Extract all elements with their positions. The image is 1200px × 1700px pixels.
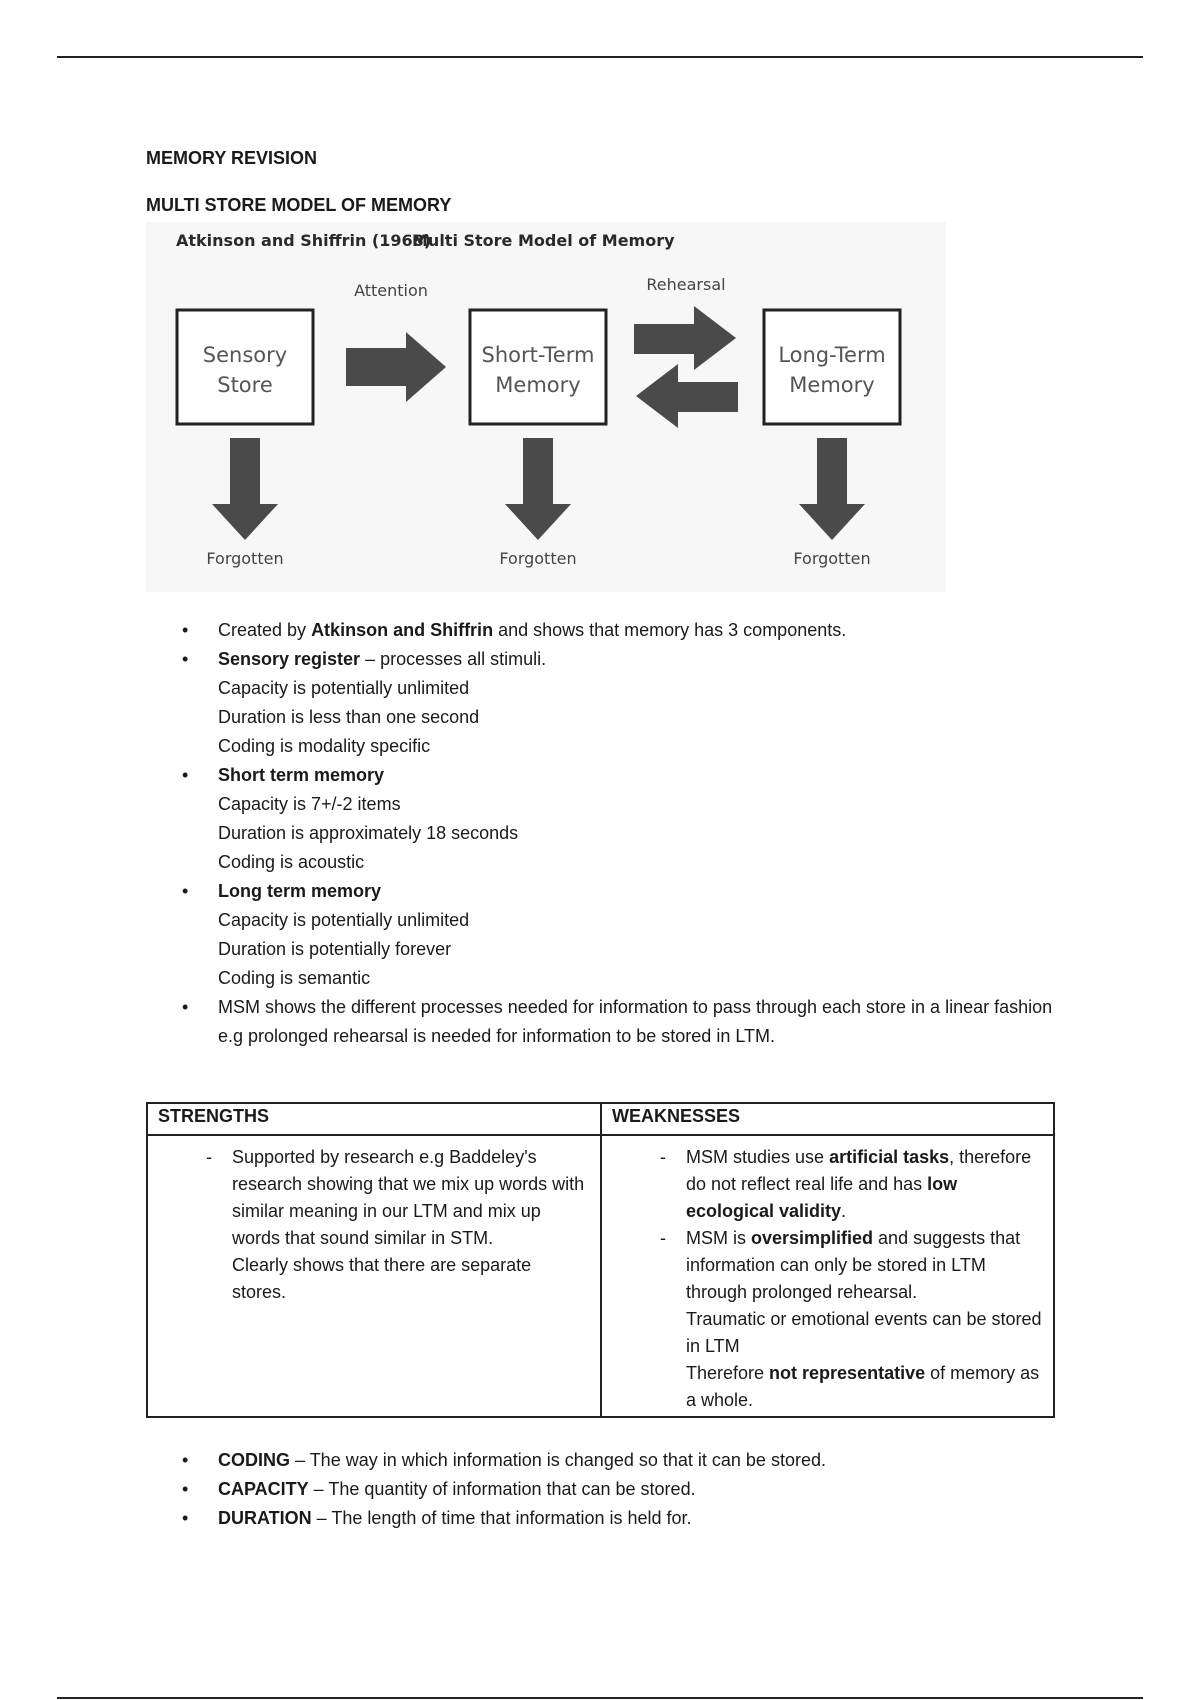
rehearsal-forward-arrow-icon: [634, 306, 736, 370]
stm-label-2: Memory: [495, 373, 580, 397]
attention-arrow-icon: [346, 332, 446, 402]
ltm-duration-text: Duration is potentially forever: [218, 939, 452, 959]
weakness-text: and suggests that information can only b…: [686, 1228, 1021, 1302]
page-title: MEMORY REVISION: [146, 148, 318, 168]
sensory-store-box: [175, 308, 315, 426]
strength-text: Clearly shows that there are separate st…: [232, 1255, 532, 1302]
weakness-text: Therefore not representative of memory a…: [686, 1360, 1043, 1414]
list-item: • CAPACITY – The quantity of information…: [182, 1475, 1062, 1504]
sensory-store-label-2: Store: [217, 373, 273, 397]
dash-icon: -: [660, 1147, 666, 1167]
strengths-header: STRENGTHS: [146, 1102, 602, 1136]
weakness-text: Therefore: [686, 1363, 770, 1383]
capacity-term: CAPACITY: [218, 1479, 309, 1499]
attention-label: Attention: [354, 281, 428, 300]
multi-store-model-diagram: Atkinson and Shiffrin (1968) Multi Store…: [146, 222, 946, 592]
sensory-forgotten-label: Forgotten: [206, 549, 283, 568]
ltm-forgotten-arrow-icon: [799, 438, 865, 540]
weaknesses-cell: - MSM studies use artificial tasks, ther…: [600, 1134, 1055, 1418]
sensory-duration-text: Duration is less than one second: [218, 707, 480, 727]
sensory-store-label-1: Sensory: [203, 343, 287, 367]
ltm-label-1: Long-Term: [778, 343, 885, 367]
bullet-icon: •: [182, 649, 189, 669]
weakness-text: MSM is: [686, 1228, 751, 1248]
strength-text: Supported by research e.g Baddeley's res…: [232, 1147, 585, 1248]
msm-bullet-list: • Created by Atkinson and Shiffrin and s…: [182, 616, 1062, 1051]
strengths-weaknesses-table: STRENGTHS WEAKNESSES - Supported by rese…: [146, 1102, 1055, 1418]
strengths-cell: - Supported by research e.g Baddeley's r…: [146, 1134, 602, 1418]
diagram-heading-authors: Atkinson and Shiffrin (1968): [176, 231, 431, 250]
weakness-bold-text: oversimplified: [751, 1228, 874, 1248]
list-item: • Created by Atkinson and Shiffrin and s…: [182, 616, 1062, 645]
weakness-text: .: [841, 1201, 847, 1221]
strengths-list: - Supported by research e.g Baddeley's r…: [158, 1144, 590, 1306]
weakness-bold-text: low ecological validity: [686, 1174, 958, 1221]
dash-icon: -: [660, 1228, 666, 1248]
section-title: MULTI STORE MODEL OF MEMORY: [146, 195, 452, 215]
weakness-text: of memory as a whole.: [686, 1363, 1040, 1410]
stm-label-1: Short-Term: [482, 343, 595, 367]
weaknesses-header: WEAKNESSES: [600, 1102, 1055, 1136]
list-item: - Supported by research e.g Baddeley's r…: [158, 1144, 590, 1306]
bullet-text: and shows that memory has 3 components.: [493, 620, 847, 640]
bullet-icon: •: [182, 1479, 189, 1499]
rehearsal-back-arrow-icon: [636, 364, 738, 428]
bullet-bold-text: Short term memory: [218, 765, 385, 785]
long-term-memory-box: [762, 308, 902, 426]
diagram-heading-model: Multi Store Model of Memory: [412, 231, 675, 250]
coding-term: CODING: [218, 1450, 290, 1470]
stm-forgotten-arrow-icon: [505, 438, 571, 540]
sensory-coding-text: Coding is modality specific: [218, 736, 431, 756]
bullet-icon: •: [182, 1450, 189, 1470]
bullet-text: MSM shows the different processes needed…: [218, 997, 1053, 1046]
weakness-text: , therefore do not reflect real life and…: [686, 1147, 1032, 1194]
list-item: • CODING – The way in which information …: [182, 1446, 1062, 1475]
weakness-text: MSM studies use: [686, 1147, 830, 1167]
bullet-bold-text: Atkinson and Shiffrin: [311, 620, 494, 640]
sensory-capacity-text: Capacity is potentially unlimited: [218, 678, 470, 698]
rehearsal-label: Rehearsal: [646, 275, 725, 294]
list-item: • Sensory register – processes all stimu…: [182, 645, 1062, 761]
ltm-coding-text: Coding is semantic: [218, 968, 371, 988]
bullet-text: Created by: [218, 620, 312, 640]
capacity-definition: – The quantity of information that can b…: [308, 1479, 696, 1499]
definitions-list: • CODING – The way in which information …: [182, 1446, 1062, 1533]
bullet-bold-text: Long term memory: [218, 881, 382, 901]
bullet-icon: •: [182, 997, 189, 1017]
bullet-icon: •: [182, 765, 189, 785]
coding-definition: – The way in which information is change…: [290, 1450, 826, 1470]
sensory-forgotten-arrow-icon: [212, 438, 278, 540]
ltm-label-2: Memory: [789, 373, 874, 397]
list-item: - MSM studies use artificial tasks, ther…: [612, 1144, 1043, 1225]
list-item: • MSM shows the different processes need…: [182, 993, 1062, 1051]
duration-term: DURATION: [218, 1508, 312, 1528]
weakness-bold-text: artificial tasks: [829, 1147, 950, 1167]
bullet-bold-text: Sensory register: [218, 649, 361, 669]
ltm-capacity-text: Capacity is potentially unlimited: [218, 910, 470, 930]
weakness-bold-text: not representative: [769, 1363, 926, 1383]
header-rule: [57, 56, 1143, 58]
duration-definition: – The length of time that information is…: [311, 1508, 692, 1528]
list-item: - MSM is oversimplified and suggests tha…: [612, 1225, 1043, 1414]
list-item: • Long term memory Capacity is potential…: [182, 877, 1062, 993]
stm-duration-text: Duration is approximately 18 seconds: [218, 823, 519, 843]
stm-coding-text: Coding is acoustic: [218, 852, 365, 872]
footer-rule: [57, 1697, 1143, 1699]
dash-icon: -: [206, 1147, 212, 1167]
list-item: • Short term memory Capacity is 7+/-2 it…: [182, 761, 1062, 877]
bullet-icon: •: [182, 881, 189, 901]
short-term-memory-box: [468, 308, 608, 426]
list-item: • DURATION – The length of time that inf…: [182, 1504, 1062, 1533]
stm-forgotten-label: Forgotten: [499, 549, 576, 568]
diagram-svg: Atkinson and Shiffrin (1968) Multi Store…: [175, 231, 902, 568]
bullet-text: – processes all stimuli.: [360, 649, 547, 669]
weaknesses-list: - MSM studies use artificial tasks, ther…: [612, 1144, 1043, 1414]
weakness-text: Traumatic or emotional events can be sto…: [686, 1309, 1042, 1356]
ltm-forgotten-label: Forgotten: [793, 549, 870, 568]
stm-capacity-text: Capacity is 7+/-2 items: [218, 794, 401, 814]
bullet-icon: •: [182, 1508, 189, 1528]
bullet-icon: •: [182, 620, 189, 640]
